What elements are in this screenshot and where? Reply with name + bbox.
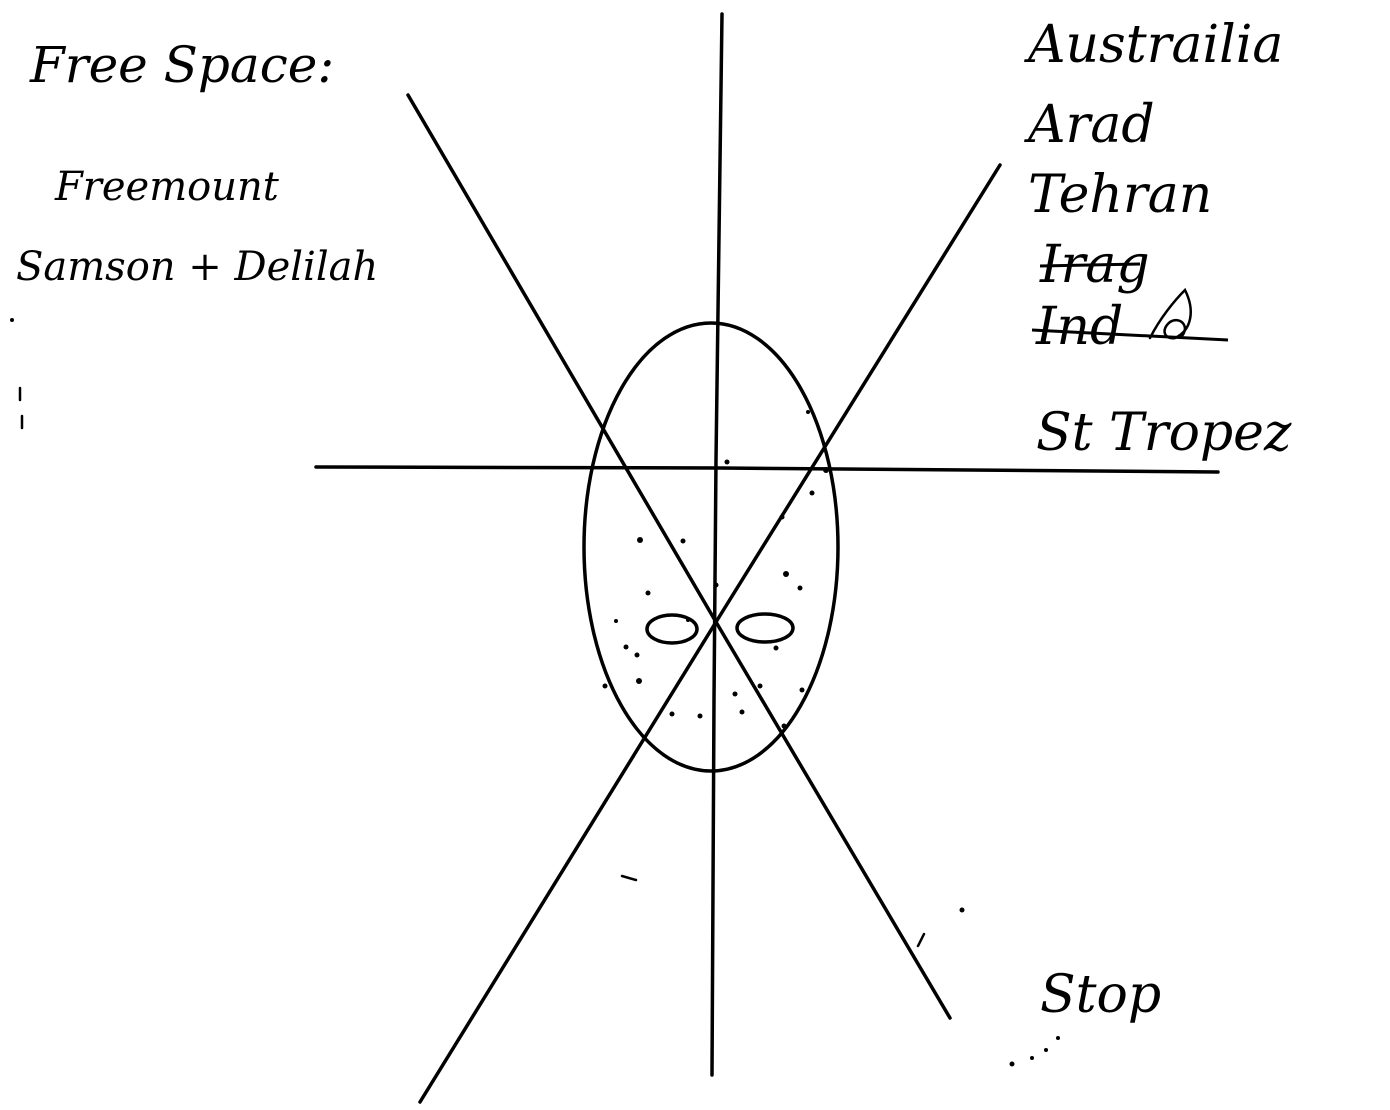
scribble-mark: [1150, 290, 1191, 338]
speckle-dot: [646, 591, 651, 596]
note-item-samson-delilah: Samson + Delilah: [16, 244, 378, 290]
speckle-dot: [774, 646, 779, 651]
stray-mark: [960, 908, 965, 913]
stray-marks: [10, 318, 1060, 1067]
speckle-dot: [798, 586, 803, 591]
place-item-ind: Ind: [1035, 297, 1123, 357]
speckle-dot: [823, 467, 829, 473]
note-item-freemount: Freemount: [54, 164, 280, 210]
speckle-dot: [810, 491, 815, 496]
speckle-dot: [758, 684, 763, 689]
speckle-dot: [603, 684, 608, 689]
stray-mark: [1044, 1048, 1048, 1052]
face-outline-ellipse: [584, 323, 838, 771]
horizontal-axis-line: [316, 467, 1218, 472]
speckle-dot: [637, 537, 643, 543]
speckle-dot: [614, 619, 618, 623]
place-item-st-tropez: St Tropez: [1036, 403, 1292, 463]
speckle-dot: [698, 714, 703, 719]
strikethrough-line: [1040, 264, 1140, 266]
speckle-dot: [782, 724, 787, 729]
speckle-dot: [733, 692, 738, 697]
speckle-dot: [670, 712, 675, 717]
bottom-note: Stop: [1040, 965, 1161, 1025]
speckle-dot: [636, 678, 642, 684]
speckle-dot: [800, 688, 805, 693]
speckle-dot: [725, 460, 730, 465]
stray-mark: [1030, 1056, 1034, 1060]
notes-title: Free Space:: [29, 36, 334, 94]
speckle-dot: [624, 645, 629, 650]
stray-mark: [918, 934, 924, 946]
right-place-list: Austrailia Arad Tehran Irag Ind St Trope…: [1024, 15, 1292, 463]
speckle-dot: [686, 618, 690, 622]
place-item-tehran: Tehran: [1028, 165, 1212, 225]
left-notes: Free Space: Freemount Samson + Delilah: [16, 36, 378, 290]
speckle-dot: [714, 583, 719, 588]
speckle-dot: [780, 515, 785, 520]
diagonal-line-descending: [408, 95, 950, 1018]
stray-mark: [1010, 1062, 1015, 1067]
place-item-arad: Arad: [1024, 95, 1155, 155]
stop-label: Stop: [1040, 965, 1161, 1025]
speckle-dot: [635, 653, 640, 658]
stray-mark: [1056, 1036, 1060, 1040]
right-eye: [737, 614, 793, 642]
place-item-austrailia: Austrailia: [1024, 15, 1283, 75]
speckle-dot: [681, 539, 686, 544]
speckle-dot: [783, 571, 789, 577]
stray-mark: [10, 318, 14, 322]
diagonal-line-ascending: [420, 165, 1000, 1102]
stray-mark: [622, 876, 636, 880]
speckle-dot: [740, 710, 745, 715]
vertical-axis-line: [712, 14, 722, 1075]
speckle-dot: [806, 410, 810, 414]
